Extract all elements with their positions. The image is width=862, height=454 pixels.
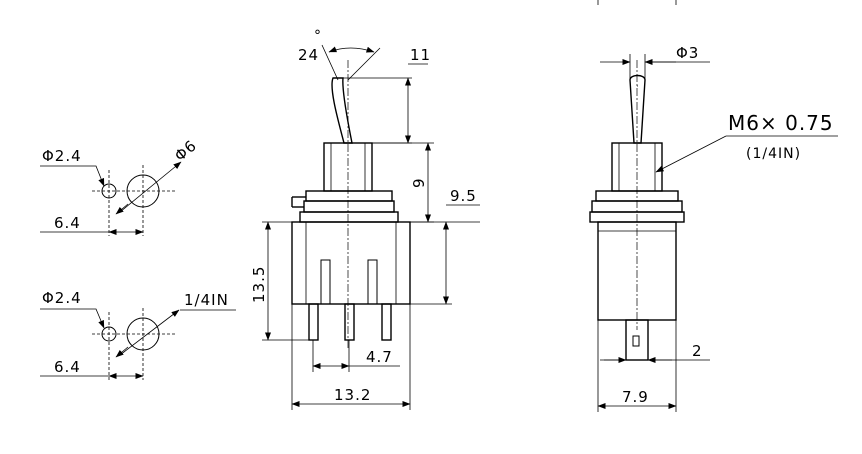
nut-upper xyxy=(305,190,393,202)
toggle-lever xyxy=(629,74,646,144)
lever-diameter-label: Φ3 xyxy=(676,44,699,62)
thread-imperial-label: (1/4IN) xyxy=(746,146,801,162)
side-view: Φ3 M6× 0.75 (1/4IN) 2 7.9 xyxy=(589,44,838,412)
nut-lower xyxy=(303,200,395,213)
front-view: 24 ° 11 9 9.5 13.5 4.7 13.2 xyxy=(250,28,480,410)
terminal-right xyxy=(381,303,392,341)
hole-spacing-label: 6.4 xyxy=(54,358,81,376)
hole-spacing-label: 6.4 xyxy=(54,214,81,232)
mounting-hole-view-metric: Φ2.4 Φ6 6.4 xyxy=(40,136,200,236)
thread-label: M6× 0.75 xyxy=(728,111,834,135)
hole-small-label: Φ2.4 xyxy=(42,289,82,307)
bushing-height-label: 9 xyxy=(410,177,428,188)
angle-label: 24 xyxy=(298,46,319,64)
overall-width-label: 13.2 xyxy=(334,386,371,404)
hole-imperial-label: 1/4IN xyxy=(184,291,229,309)
terminal-dimension-label: 2 xyxy=(692,342,703,360)
washer xyxy=(299,211,399,223)
toggle-lever xyxy=(331,77,353,144)
mounting-hole-view-imperial: Φ2.4 1/4IN 6.4 xyxy=(40,289,236,380)
terminal-left xyxy=(308,303,319,341)
body-offset-label: 9.5 xyxy=(450,187,477,205)
hole-large-label: Φ6 xyxy=(171,136,200,165)
degree-mark: ° xyxy=(314,28,322,44)
top-edge-ticks xyxy=(597,0,677,5)
body-height-label: 13.5 xyxy=(250,266,268,303)
terminal-center xyxy=(344,303,355,341)
body-width-label: 7.9 xyxy=(622,388,649,406)
lever-height-label: 11 xyxy=(410,46,431,64)
pin-pitch-label: 4.7 xyxy=(366,348,393,366)
switch-body xyxy=(291,221,411,305)
hole-small-label: Φ2.4 xyxy=(42,147,82,165)
